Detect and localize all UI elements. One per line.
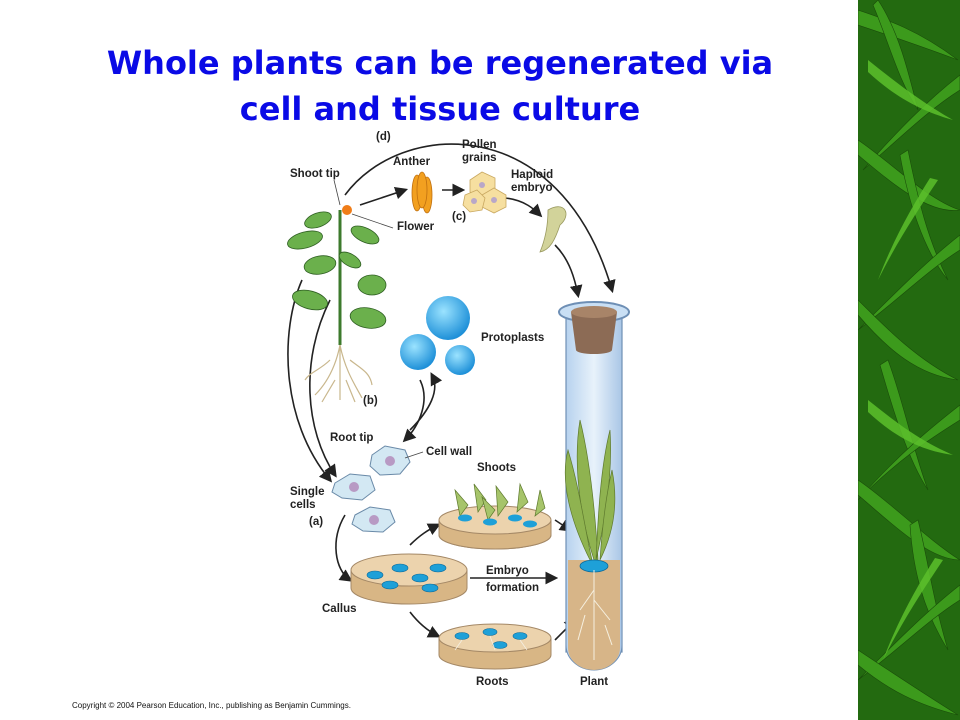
label-single-2: cells xyxy=(290,499,316,511)
parent-plant xyxy=(287,205,387,403)
bamboo-decoration xyxy=(858,0,960,720)
title-line-1: Whole plants can be regenerated via xyxy=(106,44,774,82)
test-tube-illustration xyxy=(558,301,630,671)
roots-dish-illustration xyxy=(438,623,552,670)
label-single-1: Single xyxy=(290,486,325,498)
arrow-d xyxy=(344,143,616,294)
callus-dish-illustration xyxy=(350,553,468,605)
shoots-dish-illustration xyxy=(438,482,552,550)
arrow-plant-singlecells xyxy=(287,279,333,483)
arrow-a xyxy=(335,514,353,582)
arrow-shoot-anther xyxy=(359,186,409,206)
label-anther: Anther xyxy=(393,156,431,168)
arrow-callus-shoots xyxy=(409,523,441,546)
label-roots: Roots xyxy=(476,676,509,688)
protoplasts-illustration xyxy=(400,296,475,375)
label-step-b: (b) xyxy=(363,395,378,407)
arrow-b-down xyxy=(402,379,425,443)
label-shoot-tip: Shoot tip xyxy=(290,168,340,180)
label-root-tip: Root tip xyxy=(330,432,373,444)
arrow-embryo-tube xyxy=(554,244,583,299)
arrow-callus-roots xyxy=(409,611,441,638)
arrow-b-up xyxy=(409,372,443,431)
pollen-illustration xyxy=(462,171,507,214)
label-haploid-1: Haploid xyxy=(511,169,553,181)
slide-title: Whole plants can be regenerated via cell… xyxy=(20,40,860,132)
label-plant: Plant xyxy=(580,676,608,688)
label-pollen-1: Pollen xyxy=(462,139,497,151)
haploid-embryo-illustration xyxy=(539,206,567,253)
copyright-notice: Copyright © 2004 Pearson Education, Inc.… xyxy=(72,701,351,710)
arrow-pollen-embryo xyxy=(504,197,543,218)
anther-illustration xyxy=(411,171,433,214)
arrow-root-singlecells xyxy=(309,299,337,478)
label-protoplasts: Protoplasts xyxy=(481,332,544,344)
label-embryo-2: formation xyxy=(486,582,539,594)
label-flower: Flower xyxy=(397,221,435,233)
label-haploid-2: embryo xyxy=(511,182,553,194)
label-callus: Callus xyxy=(322,603,357,615)
label-step-a: (a) xyxy=(309,516,323,528)
label-shoots: Shoots xyxy=(477,462,516,474)
label-cell-wall: Cell wall xyxy=(426,446,472,458)
title-line-2: cell and tissue culture xyxy=(239,90,641,128)
label-step-c: (c) xyxy=(452,211,466,223)
culture-diagram: (d) Shoot tip Anther Pollen grains Haplo… xyxy=(287,131,630,688)
label-pollen-2: grains xyxy=(462,152,497,164)
label-embryo-1: Embryo xyxy=(486,565,529,577)
label-step-d: (d) xyxy=(376,131,391,143)
